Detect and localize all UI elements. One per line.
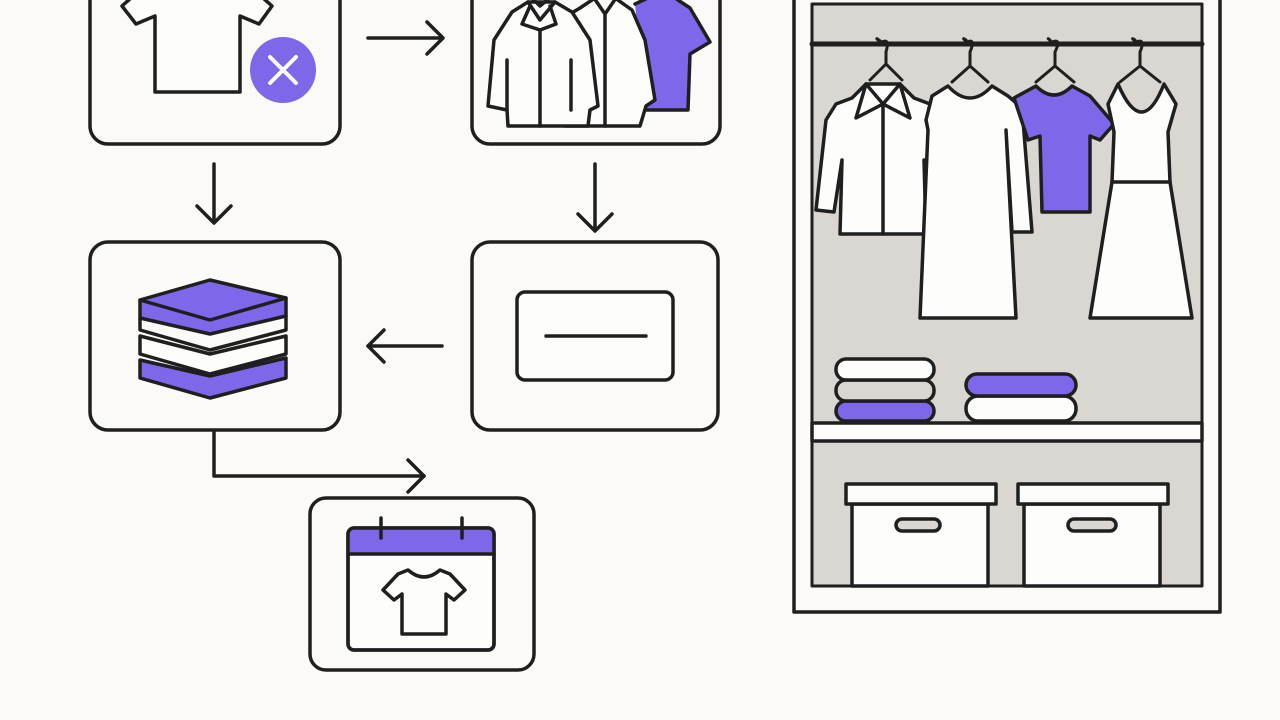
folded-stack-icon <box>138 278 288 400</box>
closet-folded-stack-left <box>834 357 936 423</box>
arrow-fold-to-schedule <box>212 430 426 494</box>
arrow-discard-to-group <box>366 20 445 56</box>
arrow-label-to-fold <box>366 328 444 364</box>
arrow-group-to-label <box>576 162 614 233</box>
calendar-shirt-icon <box>346 516 496 652</box>
closet-long-dress <box>918 84 1034 320</box>
hanger-icon <box>868 37 1162 84</box>
step-discard-box <box>88 0 342 146</box>
step-label-box <box>470 240 720 432</box>
label-box-icon <box>515 290 675 382</box>
closet-tshirt <box>1012 84 1116 214</box>
step-schedule-box <box>308 496 536 672</box>
wardrobe-icon <box>792 0 1222 614</box>
clothes-group-icon <box>486 0 712 128</box>
step-group-box <box>470 0 722 146</box>
tshirt-remove-icon <box>120 0 316 103</box>
step-fold-box <box>88 240 342 432</box>
closet-storage-box-left <box>844 482 998 588</box>
closet-storage-box-right <box>1016 482 1170 588</box>
arrow-discard-to-fold <box>195 162 233 225</box>
closet-folded-stack-right <box>964 372 1078 423</box>
closet-slip-dress <box>1088 82 1194 320</box>
